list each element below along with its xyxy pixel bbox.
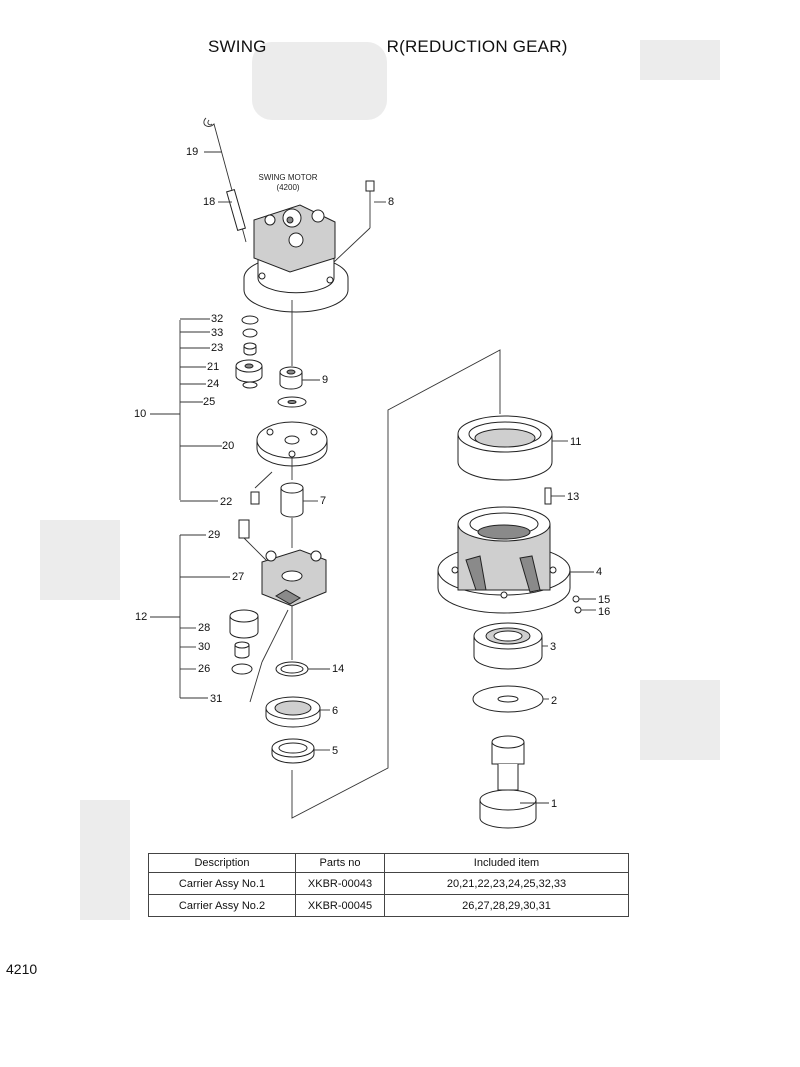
callout-27: 27 xyxy=(232,571,244,583)
callout-19: 19 xyxy=(186,146,198,158)
callout-11: 11 xyxy=(570,436,581,448)
callout-10: 10 xyxy=(134,408,146,420)
part-16 xyxy=(574,606,582,614)
callout-22: 22 xyxy=(220,496,232,508)
pin-22 xyxy=(250,491,260,505)
callout-24: 24 xyxy=(207,378,219,390)
part-32 xyxy=(241,315,259,325)
callout-30: 30 xyxy=(198,641,210,653)
callout-28: 28 xyxy=(198,622,210,634)
part-15 xyxy=(572,595,580,603)
table-row: Carrier Assy No.2 XKBR-00045 26,27,28,29… xyxy=(148,894,629,917)
swing-motor xyxy=(243,204,349,313)
callout-29: 29 xyxy=(208,529,220,541)
pin-13 xyxy=(544,487,552,505)
callout-18: 18 xyxy=(203,196,215,208)
seal-5 xyxy=(271,738,315,764)
col-header-description: Description xyxy=(148,853,296,873)
title-left: SWING xyxy=(208,37,267,56)
washer-26 xyxy=(231,663,253,675)
callout-9: 9 xyxy=(322,374,328,386)
callout-1: 1 xyxy=(551,798,557,810)
col-header-parts-no: Parts no xyxy=(295,853,385,873)
housing-4 xyxy=(437,506,571,614)
callout-14: 14 xyxy=(332,663,344,675)
callout-20: 20 xyxy=(222,440,234,452)
ring-gear-11 xyxy=(457,415,553,481)
cell-description: Carrier Assy No.2 xyxy=(148,894,296,917)
callout-33: 33 xyxy=(211,327,223,339)
scan-smudge xyxy=(80,800,130,920)
callout-31: 31 xyxy=(210,693,222,705)
scan-smudge xyxy=(252,42,387,120)
scan-smudge xyxy=(40,520,120,600)
part-33 xyxy=(242,328,258,338)
gear-7 xyxy=(280,482,304,518)
cell-items: 20,21,22,23,24,25,32,33 xyxy=(384,872,629,895)
pipe-18 xyxy=(226,189,246,231)
dipstick xyxy=(203,117,247,243)
page-title: SWING R(REDUCTION GEAR) xyxy=(208,37,568,57)
bearing-6 xyxy=(265,696,321,728)
callout-3: 3 xyxy=(550,641,556,653)
callout-12: 12 xyxy=(135,611,147,623)
pinion-shaft-1 xyxy=(479,735,537,829)
bolt-8 xyxy=(333,180,375,263)
assembly-link-line xyxy=(291,349,501,819)
pin-29 xyxy=(238,519,250,539)
callout-5: 5 xyxy=(332,745,338,757)
motor-label-line1: SWING MOTOR xyxy=(259,173,318,182)
scan-smudge xyxy=(640,40,720,80)
motor-label-line2: (4200) xyxy=(276,183,299,192)
callout-2: 2 xyxy=(551,695,557,707)
table-header-row: Description Parts no Included item xyxy=(148,853,629,873)
callout-25: 25 xyxy=(203,396,215,408)
cell-items: 26,27,28,29,30,31 xyxy=(384,894,629,917)
gear-9 xyxy=(279,366,303,390)
gear-21 xyxy=(235,359,263,383)
carrier-assembly-table: Description Parts no Included item Carri… xyxy=(148,853,629,917)
col-header-included-item: Included item xyxy=(384,853,629,873)
cell-part-no: XKBR-00045 xyxy=(295,894,385,917)
callout-7: 7 xyxy=(320,495,326,507)
callout-23: 23 xyxy=(211,342,223,354)
callout-26: 26 xyxy=(198,663,210,675)
part-24 xyxy=(242,381,258,389)
callout-4: 4 xyxy=(596,566,602,578)
carrier-20 xyxy=(256,421,328,467)
callout-13: 13 xyxy=(567,491,579,503)
bearing-3 xyxy=(473,622,543,670)
callout-6: 6 xyxy=(332,705,338,717)
cell-description: Carrier Assy No.1 xyxy=(148,872,296,895)
cell-part-no: XKBR-00043 xyxy=(295,872,385,895)
table-row: Carrier Assy No.1 XKBR-00043 20,21,22,23… xyxy=(148,872,629,895)
callout-21: 21 xyxy=(207,361,219,373)
gear-28 xyxy=(229,609,259,639)
bushing-30 xyxy=(234,644,250,659)
title-right: R(REDUCTION GEAR) xyxy=(386,37,568,56)
carrier-27 xyxy=(261,549,327,607)
scan-smudge xyxy=(640,680,720,760)
callout-16: 16 xyxy=(598,606,610,618)
callout-15: 15 xyxy=(598,594,610,606)
page-number: 4210 xyxy=(6,961,38,977)
callout-8: 8 xyxy=(388,196,394,208)
callout-32: 32 xyxy=(211,313,223,325)
